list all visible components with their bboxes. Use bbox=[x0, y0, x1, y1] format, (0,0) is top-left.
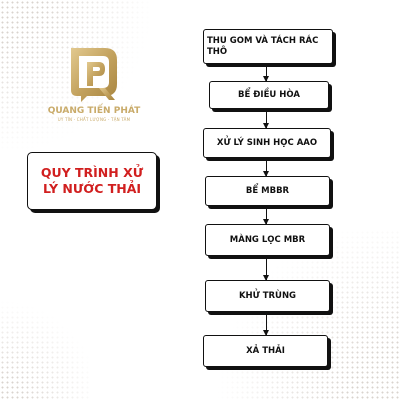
flow-arrow-3 bbox=[261, 160, 271, 177]
flow-arrow-6 bbox=[261, 314, 271, 336]
brand-name: QUANG TIẾN PHÁT bbox=[47, 106, 141, 116]
flow-step-4: BỂ MBBR bbox=[205, 176, 330, 206]
flow-step-6: KHỬ TRÙNG bbox=[205, 280, 330, 312]
flow-step-2: BỂ ĐIỀU HÒA bbox=[209, 81, 329, 109]
flow-arrow-4 bbox=[261, 208, 271, 225]
flow-arrow-5 bbox=[261, 258, 271, 281]
flow-step-7: XẢ THẢI bbox=[203, 335, 328, 367]
flow-step-5: MÀNG LỌC MBR bbox=[205, 224, 330, 256]
flow-arrow-2 bbox=[261, 111, 271, 129]
flow-step-3: XỬ LÝ SINH HỌC AAO bbox=[203, 128, 331, 158]
qp-logo-mark-icon bbox=[71, 48, 117, 102]
flow-step-1: THU GOM VÀ TÁCH RÁC THÔ bbox=[203, 29, 333, 64]
process-title: QUY TRÌNH XỬ LÝ NƯỚC THẢI bbox=[40, 165, 144, 196]
brand-tagline: UY TÍN - CHẤT LƯỢNG - TẬN TÂM bbox=[57, 117, 131, 122]
flow-arrow-1 bbox=[261, 66, 271, 82]
company-logo: QUANG TIẾN PHÁT UY TÍN - CHẤT LƯỢNG - TẬ… bbox=[44, 44, 144, 122]
process-title-box: QUY TRÌNH XỬ LÝ NƯỚC THẢI bbox=[27, 152, 157, 210]
